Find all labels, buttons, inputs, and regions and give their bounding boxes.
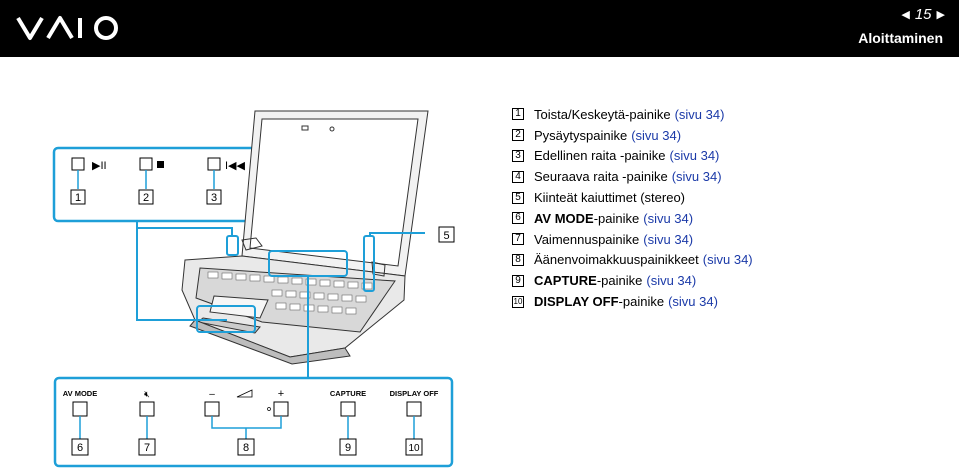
item-number: 2	[512, 129, 524, 142]
list-item: 1 Toista/Keskeytä-painike(sivu 34)	[512, 104, 753, 125]
list-item: 7 Vaimennuspainike(sivu 34)	[512, 229, 753, 250]
previous-track-icon: I◀◀	[225, 160, 246, 172]
volume-down-label: –	[209, 389, 215, 400]
callout-3: 3	[211, 192, 217, 204]
item-text: Kiinteät kaiuttimet (stereo)	[534, 190, 686, 206]
callout-9: 9	[345, 442, 351, 454]
item-text: Toista/Keskeytä-painike	[534, 106, 671, 122]
display-off-label: DISPLAY OFF	[390, 389, 439, 398]
callout-2: 2	[143, 192, 149, 204]
item-number: 5	[512, 191, 524, 204]
play-pause-icon: ▶II	[92, 160, 107, 172]
callout-1: 1	[75, 192, 81, 204]
page-reference-link[interactable]: (sivu 34)	[643, 231, 694, 247]
item-text: Edellinen raita -painike	[534, 148, 666, 164]
item-text: Vaimennuspainike	[534, 231, 640, 247]
previous-page-arrow-icon[interactable]: ◀	[901, 9, 910, 21]
bottom-callout-boxes	[71, 438, 423, 456]
page-reference-link[interactable]: (sivu 34)	[646, 273, 697, 289]
list-item: 6 AV MODE -painike(sivu 34)	[512, 208, 753, 229]
page-reference-link[interactable]: (sivu 34)	[702, 252, 753, 268]
item-number: 1	[512, 108, 524, 121]
item-number: 3	[512, 149, 524, 162]
list-item: 4 Seuraava raita -painike(sivu 34)	[512, 166, 753, 187]
item-number: 4	[512, 170, 524, 183]
page-reference-link[interactable]: (sivu 34)	[668, 294, 718, 310]
av-mode-label: AV MODE	[63, 389, 97, 398]
callout-5: 5	[443, 230, 449, 242]
connector-lines	[136, 222, 425, 377]
volume-ramp-icon	[236, 389, 253, 398]
item-number: 7	[512, 233, 524, 246]
page-number: 15	[914, 6, 932, 23]
callout-6: 6	[77, 442, 83, 454]
item-bold-label: DISPLAY OFF	[534, 294, 619, 310]
next-page-arrow-icon[interactable]: ▶	[936, 9, 945, 21]
list-item: 10 DISPLAY OFF -painike(sivu 34)	[512, 291, 753, 312]
item-bold-label: AV MODE	[534, 210, 594, 226]
item-text: -painike	[593, 210, 640, 226]
page-navigation: ◀ 15 ▶	[901, 6, 945, 23]
list-item: 5 Kiinteät kaiuttimet (stereo)	[512, 187, 753, 208]
page-reference-link[interactable]: (sivu 34)	[671, 169, 722, 185]
list-item: 2 Pysäytyspainike(sivu 34)	[512, 125, 753, 146]
list-item: 3 Edellinen raita -painike(sivu 34)	[512, 146, 753, 167]
volume-dot-icon	[267, 407, 271, 411]
page-reference-link[interactable]: (sivu 34)	[631, 127, 682, 143]
callout-10: 10	[408, 443, 420, 454]
page-header: ◀ 15 ▶ Aloittaminen	[0, 0, 959, 57]
item-number: 9	[512, 274, 524, 287]
mute-speaker-icon: 🔇︎	[144, 389, 150, 399]
section-title: Aloittaminen	[858, 30, 943, 46]
item-text: -painike	[618, 294, 665, 310]
volume-up-label: +	[278, 388, 284, 400]
page-reference-link[interactable]: (sivu 34)	[669, 148, 720, 164]
item-number: 10	[512, 295, 524, 308]
capture-label: CAPTURE	[330, 389, 366, 398]
item-text: Seuraava raita -painike	[534, 169, 668, 185]
item-number: 6	[512, 212, 524, 225]
stop-icon	[157, 161, 164, 168]
callout-8: 8	[243, 442, 249, 454]
item-text: Äänenvoimakkuuspainikkeet	[534, 252, 699, 268]
vaio-logo	[16, 16, 118, 40]
item-text: -painike	[596, 273, 643, 289]
callout-5-box	[438, 226, 455, 243]
callout-7: 7	[144, 442, 150, 454]
list-item: 9 CAPTURE-painike(sivu 34)	[512, 270, 753, 291]
page-reference-link[interactable]: (sivu 34)	[643, 210, 694, 226]
item-number: 8	[512, 253, 524, 266]
item-text: Pysäytyspainike	[534, 127, 628, 143]
page-reference-link[interactable]: (sivu 34)	[674, 106, 725, 122]
list-item: 8 Äänenvoimakkuuspainikkeet(sivu 34)	[512, 250, 753, 271]
item-bold-label: CAPTURE	[534, 273, 597, 289]
